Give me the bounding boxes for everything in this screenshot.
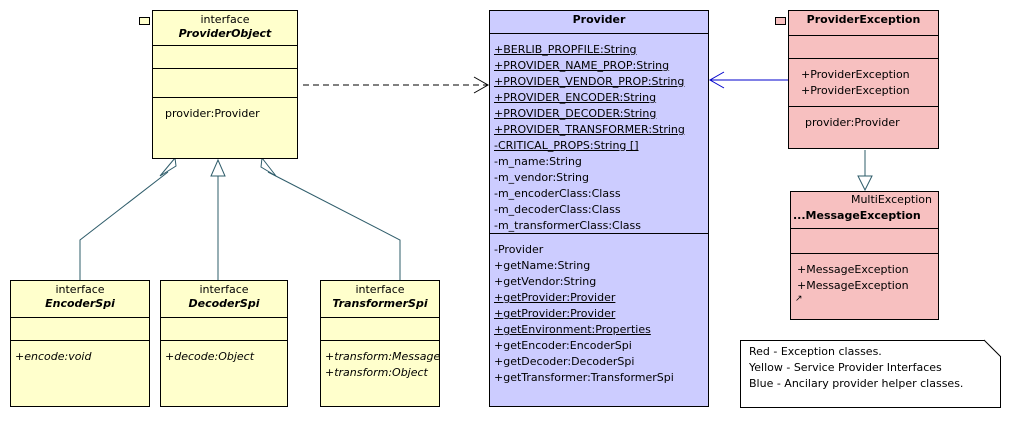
attributes-compartment bbox=[153, 45, 297, 68]
stereotype-label: interface bbox=[199, 283, 249, 296]
stereotype-label: MultiException bbox=[850, 193, 932, 206]
attribute-provider: provider:Provider bbox=[805, 116, 900, 129]
members-compartment: provider:Provider bbox=[789, 106, 938, 131]
method-transform-object: +transform:Object bbox=[325, 366, 428, 379]
stereotype-label: interface bbox=[200, 13, 250, 26]
generalization-triangle-transformer bbox=[260, 156, 277, 177]
class-name: ProviderObject bbox=[178, 27, 272, 40]
legend-line-yellow: Yellow - Service Provider Interfaces bbox=[749, 361, 942, 374]
instance-fields: -m_name:String -m_vendor:String -m_encoder… bbox=[490, 154, 708, 234]
dependency-arrowhead bbox=[473, 76, 490, 94]
static-field: +PROVIDER_DECODER:String bbox=[494, 107, 657, 120]
method-encode: +encode:void bbox=[15, 350, 92, 363]
class-name: DecoderSpi bbox=[188, 297, 260, 310]
instance-field: -m_name:String bbox=[494, 155, 582, 168]
provider-exception-class[interactable]: ProviderException +ProviderException +Pr… bbox=[775, 10, 939, 149]
static-field: +BERLIB_PROPFILE:String bbox=[494, 43, 637, 56]
constructor-2: +ProviderException bbox=[801, 84, 910, 97]
attributes-compartment bbox=[321, 317, 439, 340]
constructors-compartment: +ProviderException +ProviderException bbox=[789, 58, 938, 106]
constructors-compartment: +MessageException +MessageException ↗ bbox=[791, 253, 938, 304]
method-decode: +decode:Object bbox=[165, 350, 255, 363]
generalization-line-encoder bbox=[79, 171, 169, 280]
stereotype-label: interface bbox=[355, 283, 405, 296]
class-name: TransformerSpi bbox=[332, 297, 428, 310]
static-fields: +BERLIB_PROPFILE:String +PROVIDER_NAME_PR… bbox=[490, 42, 708, 154]
fields-compartment: +BERLIB_PROPFILE:String +PROVIDER_NAME_PR… bbox=[490, 33, 708, 233]
class-name: ProviderException bbox=[806, 13, 921, 26]
legend-line-red: Red - Exception classes. bbox=[749, 345, 882, 358]
association-arrowhead bbox=[708, 71, 725, 89]
constructor-2: +MessageException bbox=[797, 279, 909, 292]
generalization-triangle-decoder bbox=[210, 158, 226, 177]
legend-line-blue: Blue - Ancilary provider helper classes. bbox=[749, 377, 964, 390]
constructor-1: +MessageException bbox=[797, 263, 909, 276]
method: +getName:String bbox=[494, 259, 591, 272]
instance-field: -m_decoderClass:Class bbox=[494, 203, 621, 216]
decoder-spi-interface[interactable]: interface DecoderSpi +decode:Object bbox=[160, 280, 288, 407]
method: +getTransformer:TransformerSpi bbox=[494, 371, 674, 384]
constructor-1: +ProviderException bbox=[801, 68, 910, 81]
instance-field: -m_vendor:String bbox=[494, 171, 590, 184]
method: +getEncoder:EncoderSpi bbox=[494, 339, 632, 352]
methods-list: -Provider +getName:String +getVendor:Strin… bbox=[490, 242, 708, 386]
provider-object-class[interactable]: interface ProviderObject provider:Provid… bbox=[139, 10, 298, 159]
static-field: +PROVIDER_NAME_PROP:String bbox=[494, 59, 670, 72]
interface-icon bbox=[139, 17, 150, 25]
stereotype-label: interface bbox=[55, 283, 105, 296]
members-compartment: provider:Provider bbox=[153, 97, 297, 122]
message-exception-class[interactable]: MultiException ...MessageException +Mess… bbox=[790, 191, 939, 320]
link-arrow-icon: ↗ bbox=[795, 294, 803, 304]
generalization-triangle-exception bbox=[857, 175, 873, 192]
attributes-compartment bbox=[161, 317, 287, 340]
methods-compartment: -Provider +getName:String +getVendor:Strin… bbox=[490, 233, 708, 386]
operations-compartment: +encode:void bbox=[11, 340, 149, 365]
method: +getVendor:String bbox=[494, 275, 597, 288]
class-name: ...MessageException bbox=[793, 209, 921, 222]
attributes-compartment bbox=[789, 35, 938, 58]
instance-field: -m_transformerClass:Class bbox=[494, 219, 641, 232]
static-field: -CRITICAL_PROPS:String [] bbox=[494, 139, 639, 152]
provider-class[interactable]: Provider +BERLIB_PROPFILE:String +PROVIDE… bbox=[489, 10, 709, 407]
static-field: +PROVIDER_TRANSFORMER:String bbox=[494, 123, 685, 136]
class-name: Provider bbox=[572, 13, 626, 26]
attribute-provider: provider:Provider bbox=[165, 107, 260, 120]
static-field: +PROVIDER_ENCODER:String bbox=[494, 91, 657, 104]
operations-compartment: +transform:Message +transform:Object bbox=[321, 340, 441, 381]
method: -Provider bbox=[494, 243, 544, 256]
method: +getProvider:Provider bbox=[494, 291, 616, 304]
class-name: EncoderSpi bbox=[45, 297, 115, 310]
static-field: +PROVIDER_VENDOR_PROP:String bbox=[494, 75, 685, 88]
transformer-spi-interface[interactable]: interface TransformerSpi +transform:Mess… bbox=[320, 280, 440, 407]
instance-field: -m_encoderClass:Class bbox=[494, 187, 621, 200]
generalization-triangle-encoder bbox=[159, 156, 177, 177]
legend-note: Red - Exception classes. Yellow - Servic… bbox=[740, 340, 1001, 408]
attributes-compartment bbox=[791, 228, 938, 253]
method: +getEnvironment:Properties bbox=[494, 323, 651, 336]
attributes-compartment bbox=[11, 317, 149, 340]
class-icon bbox=[775, 17, 786, 25]
method: +getProvider:Provider bbox=[494, 307, 616, 320]
operations-compartment bbox=[153, 68, 297, 97]
generalization-line-transformer bbox=[267, 171, 401, 280]
encoder-spi-interface[interactable]: interface EncoderSpi +encode:void bbox=[10, 280, 150, 407]
method-transform-message: +transform:Message bbox=[325, 350, 441, 363]
method: +getDecoder:DecoderSpi bbox=[494, 355, 635, 368]
operations-compartment: +decode:Object bbox=[161, 340, 287, 365]
